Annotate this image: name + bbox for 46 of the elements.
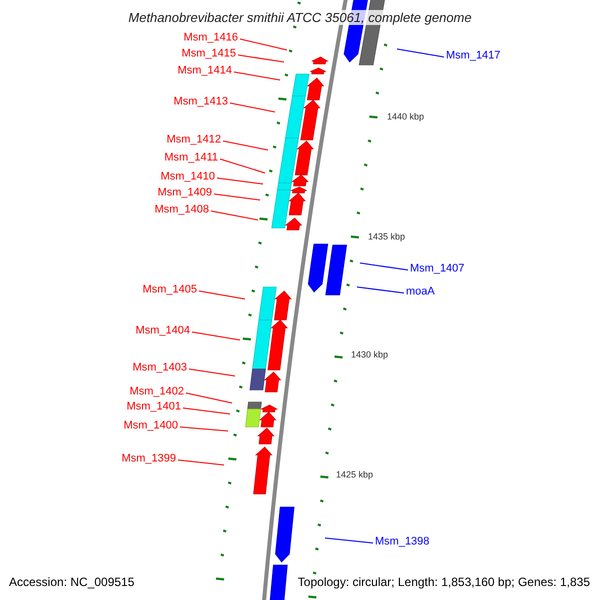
gene-label: Msm_1400 <box>124 420 178 432</box>
gene-label: Msm_1398 <box>375 536 430 548</box>
gene-label: moaA <box>406 286 435 298</box>
accession-note: Accession: NC_009515 <box>9 576 134 588</box>
leader-line <box>192 332 240 340</box>
leader-line <box>210 210 258 220</box>
gene-label: Msm_1404 <box>136 326 190 336</box>
leader-line <box>214 194 260 200</box>
gene-label: Msm_1408 <box>154 204 209 216</box>
gene-label: Msm_1415 <box>182 48 236 60</box>
gene-label: Msm_1405 <box>142 284 197 296</box>
gene-label: Msm_1417 <box>446 50 500 62</box>
leader-line <box>220 158 266 174</box>
leader-line <box>396 48 444 58</box>
scale-label: 1425 kbp <box>336 470 374 480</box>
leader-line <box>178 460 224 466</box>
scale-label: 1430 kbp <box>351 350 388 360</box>
gene-label: Msm_1411 <box>164 152 218 164</box>
gene-label: Msm_1403 <box>132 362 187 374</box>
leader-line <box>360 262 408 270</box>
leader-line <box>230 102 276 112</box>
gene-label: Msm_1401 <box>126 402 181 412</box>
leader-line <box>356 286 404 294</box>
gene-label: Msm_1402 <box>130 386 184 398</box>
leader-line <box>324 538 374 544</box>
gene-label: Msm_1413 <box>174 96 228 108</box>
leader-line <box>216 178 264 184</box>
leader-line <box>182 408 230 414</box>
leader-line <box>234 72 280 80</box>
gene-label: Msm_1399 <box>122 454 176 464</box>
leader-line <box>198 290 246 300</box>
leader-line <box>186 392 232 404</box>
leader-line <box>222 140 268 150</box>
scale-label: 1440 kbp <box>387 112 424 122</box>
gene-label: Msm_1407 <box>410 264 464 274</box>
leader-line <box>188 368 236 376</box>
gene-label: Msm_1409 <box>158 188 212 198</box>
leader-line <box>240 38 288 50</box>
gene-label: Msm_1414 <box>178 66 232 76</box>
gene-label: Msm_1412 <box>166 134 221 146</box>
scale-label: 1435 kbp <box>368 232 406 242</box>
genome-summary: Topology: circular; Length: 1,853,160 bp; Genes: 1,835 <box>298 576 590 588</box>
gene-label: Msm_1410 <box>160 172 215 182</box>
leader-line <box>238 54 284 62</box>
gene-label: Msm_1416 <box>184 32 238 44</box>
leader-line <box>180 426 228 432</box>
